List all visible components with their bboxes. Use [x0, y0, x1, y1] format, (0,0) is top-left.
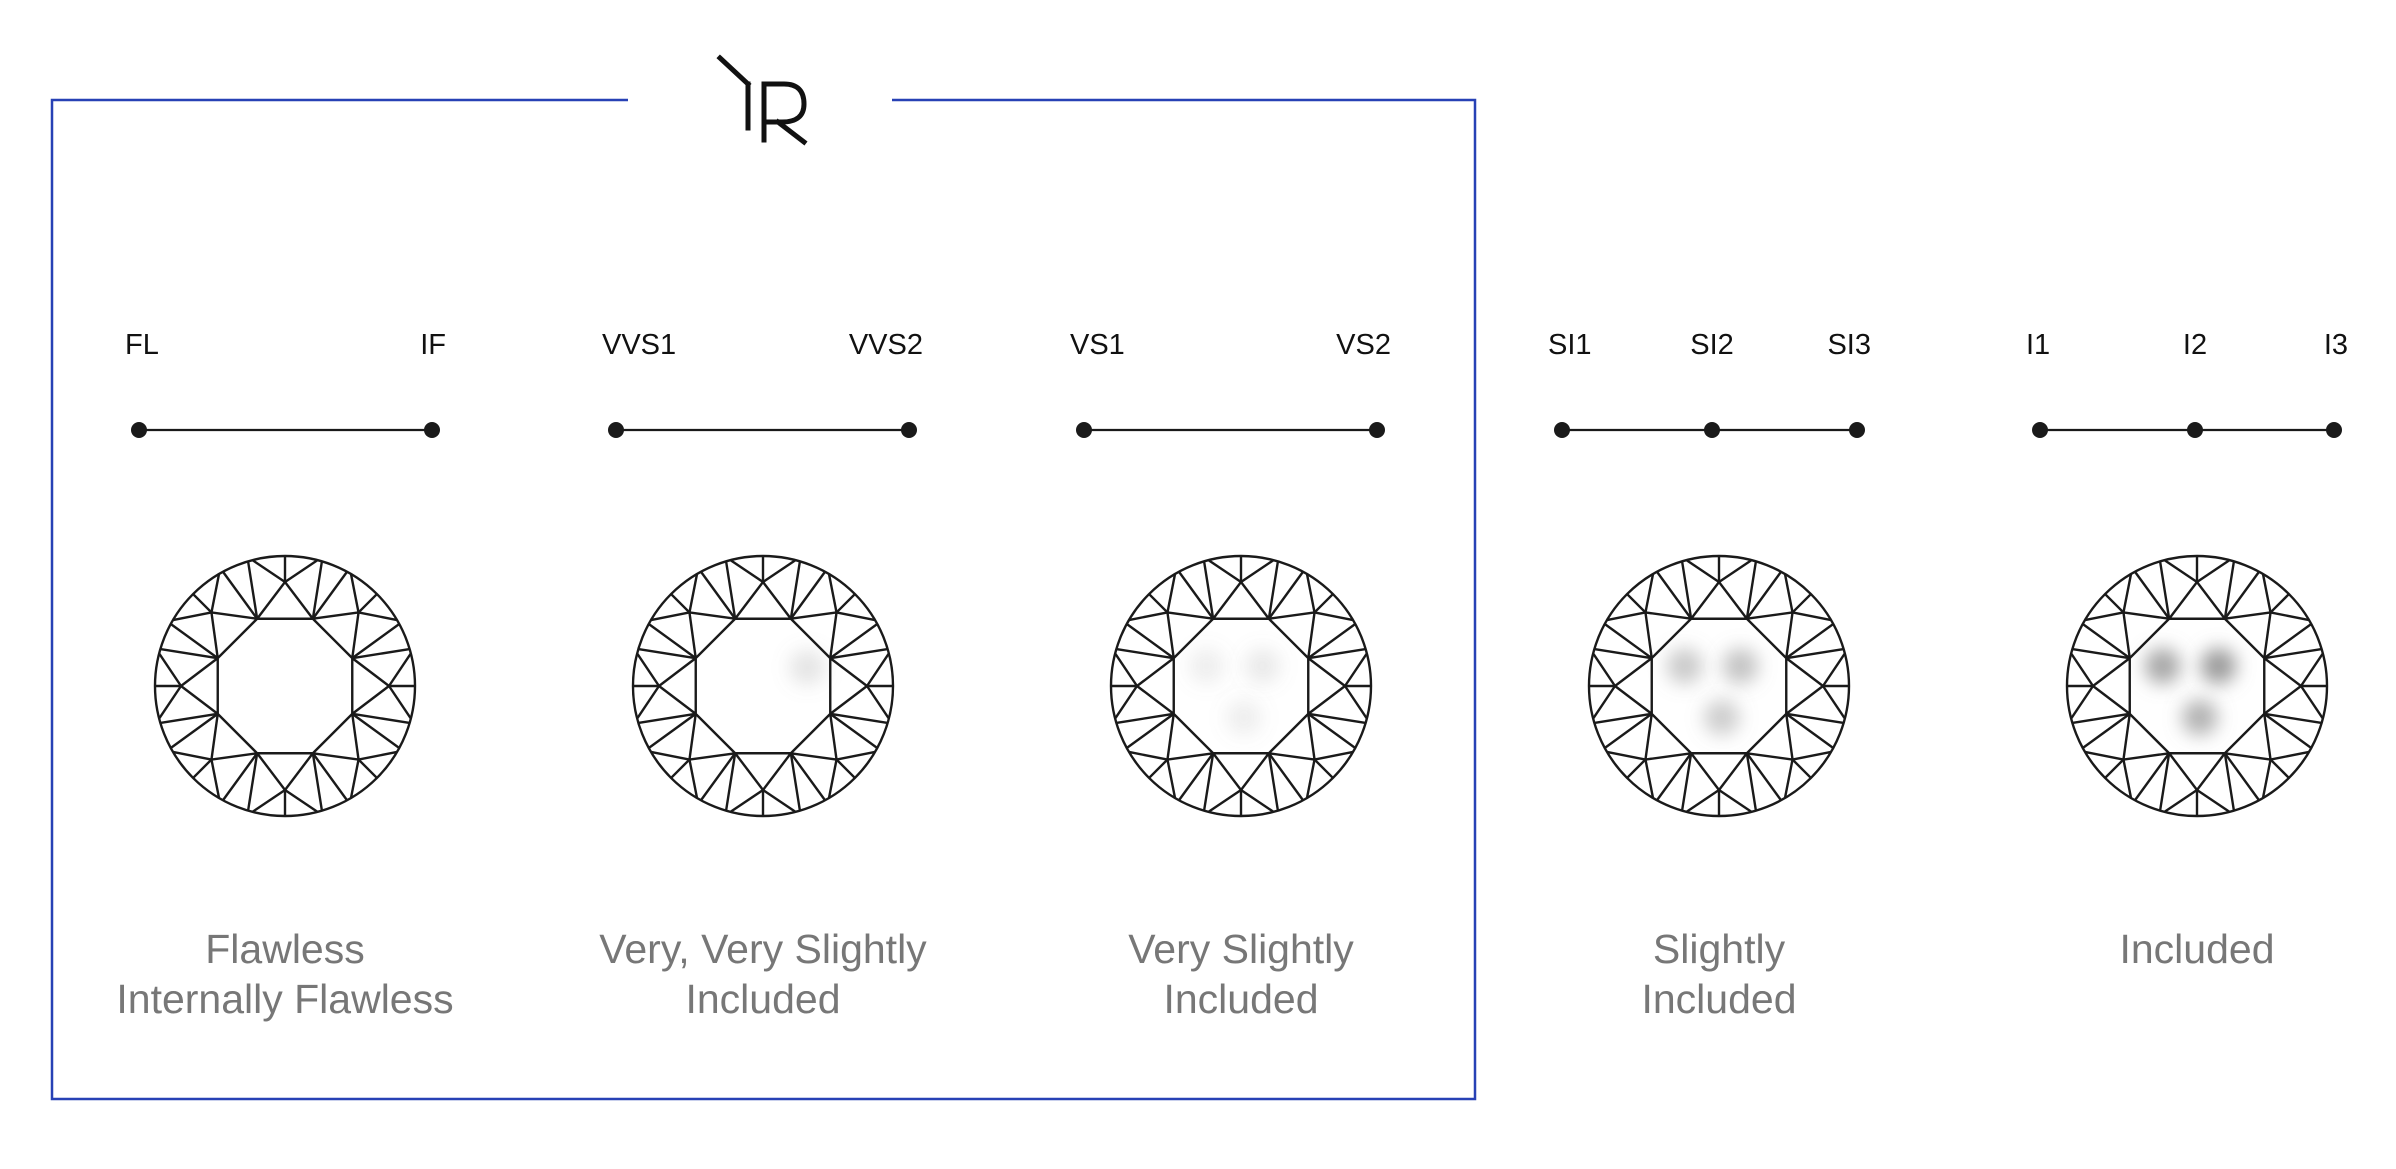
- grade-description: Included: [2119, 926, 2274, 972]
- grade-description: Slightly: [1653, 926, 1786, 972]
- grade-description: Very Slightly: [1128, 926, 1354, 972]
- grade-description: Very, Very Slightly: [599, 926, 927, 972]
- grade-description: Included: [1163, 976, 1318, 1022]
- scale-dot: [1369, 422, 1385, 438]
- logo-mark: [716, 54, 808, 146]
- scale-dot: [1849, 422, 1865, 438]
- diamond-icon: [2065, 554, 2329, 818]
- scale-dot: [1076, 422, 1092, 438]
- scale-dot: [424, 422, 440, 438]
- inclusion-spot: [2144, 647, 2181, 684]
- grade-label: SI2: [1690, 329, 1734, 361]
- grade-label: SI1: [1548, 329, 1592, 361]
- grade-description: Flawless: [205, 926, 364, 972]
- inclusion-spot: [1225, 699, 1262, 736]
- highlight-frame: [50, 98, 1477, 1101]
- scale-dot: [2187, 422, 2203, 438]
- inclusion-spot: [789, 649, 826, 686]
- grade-label: I3: [2324, 329, 2348, 361]
- diamond-icon: [1109, 554, 1373, 818]
- scale-dot: [2032, 422, 2048, 438]
- scale-dot: [1704, 422, 1720, 438]
- scale-dot: [608, 422, 624, 438]
- diamond-icon: [631, 554, 895, 818]
- grade-label: I1: [2026, 329, 2050, 361]
- grade-description: Internally Flawless: [116, 976, 453, 1022]
- grade-description: Included: [1641, 976, 1796, 1022]
- scale-dot: [1554, 422, 1570, 438]
- inclusion-spot: [2200, 647, 2237, 684]
- grade-label: SI3: [1827, 329, 1871, 361]
- diamond-icon: [153, 554, 417, 818]
- inclusion-spot: [1188, 647, 1225, 684]
- grade-description: Included: [685, 976, 840, 1022]
- scale-dot: [901, 422, 917, 438]
- inclusion-spot: [1244, 647, 1281, 684]
- grade-label: VVS1: [602, 329, 676, 361]
- scale-dot: [2326, 422, 2342, 438]
- grade-label: FL: [125, 329, 159, 361]
- inclusion-spot: [1666, 647, 1703, 684]
- diamond-icon: [1587, 554, 1851, 818]
- scale-dot: [131, 422, 147, 438]
- grade-label: IF: [420, 329, 446, 361]
- grade-label: I2: [2183, 329, 2207, 361]
- inclusion-spot: [2181, 699, 2218, 736]
- grade-label: VS1: [1070, 329, 1125, 361]
- grade-label: VVS2: [849, 329, 923, 361]
- inclusion-spot: [1722, 647, 1759, 684]
- inclusion-spot: [1703, 699, 1740, 736]
- grade-label: VS2: [1336, 329, 1391, 361]
